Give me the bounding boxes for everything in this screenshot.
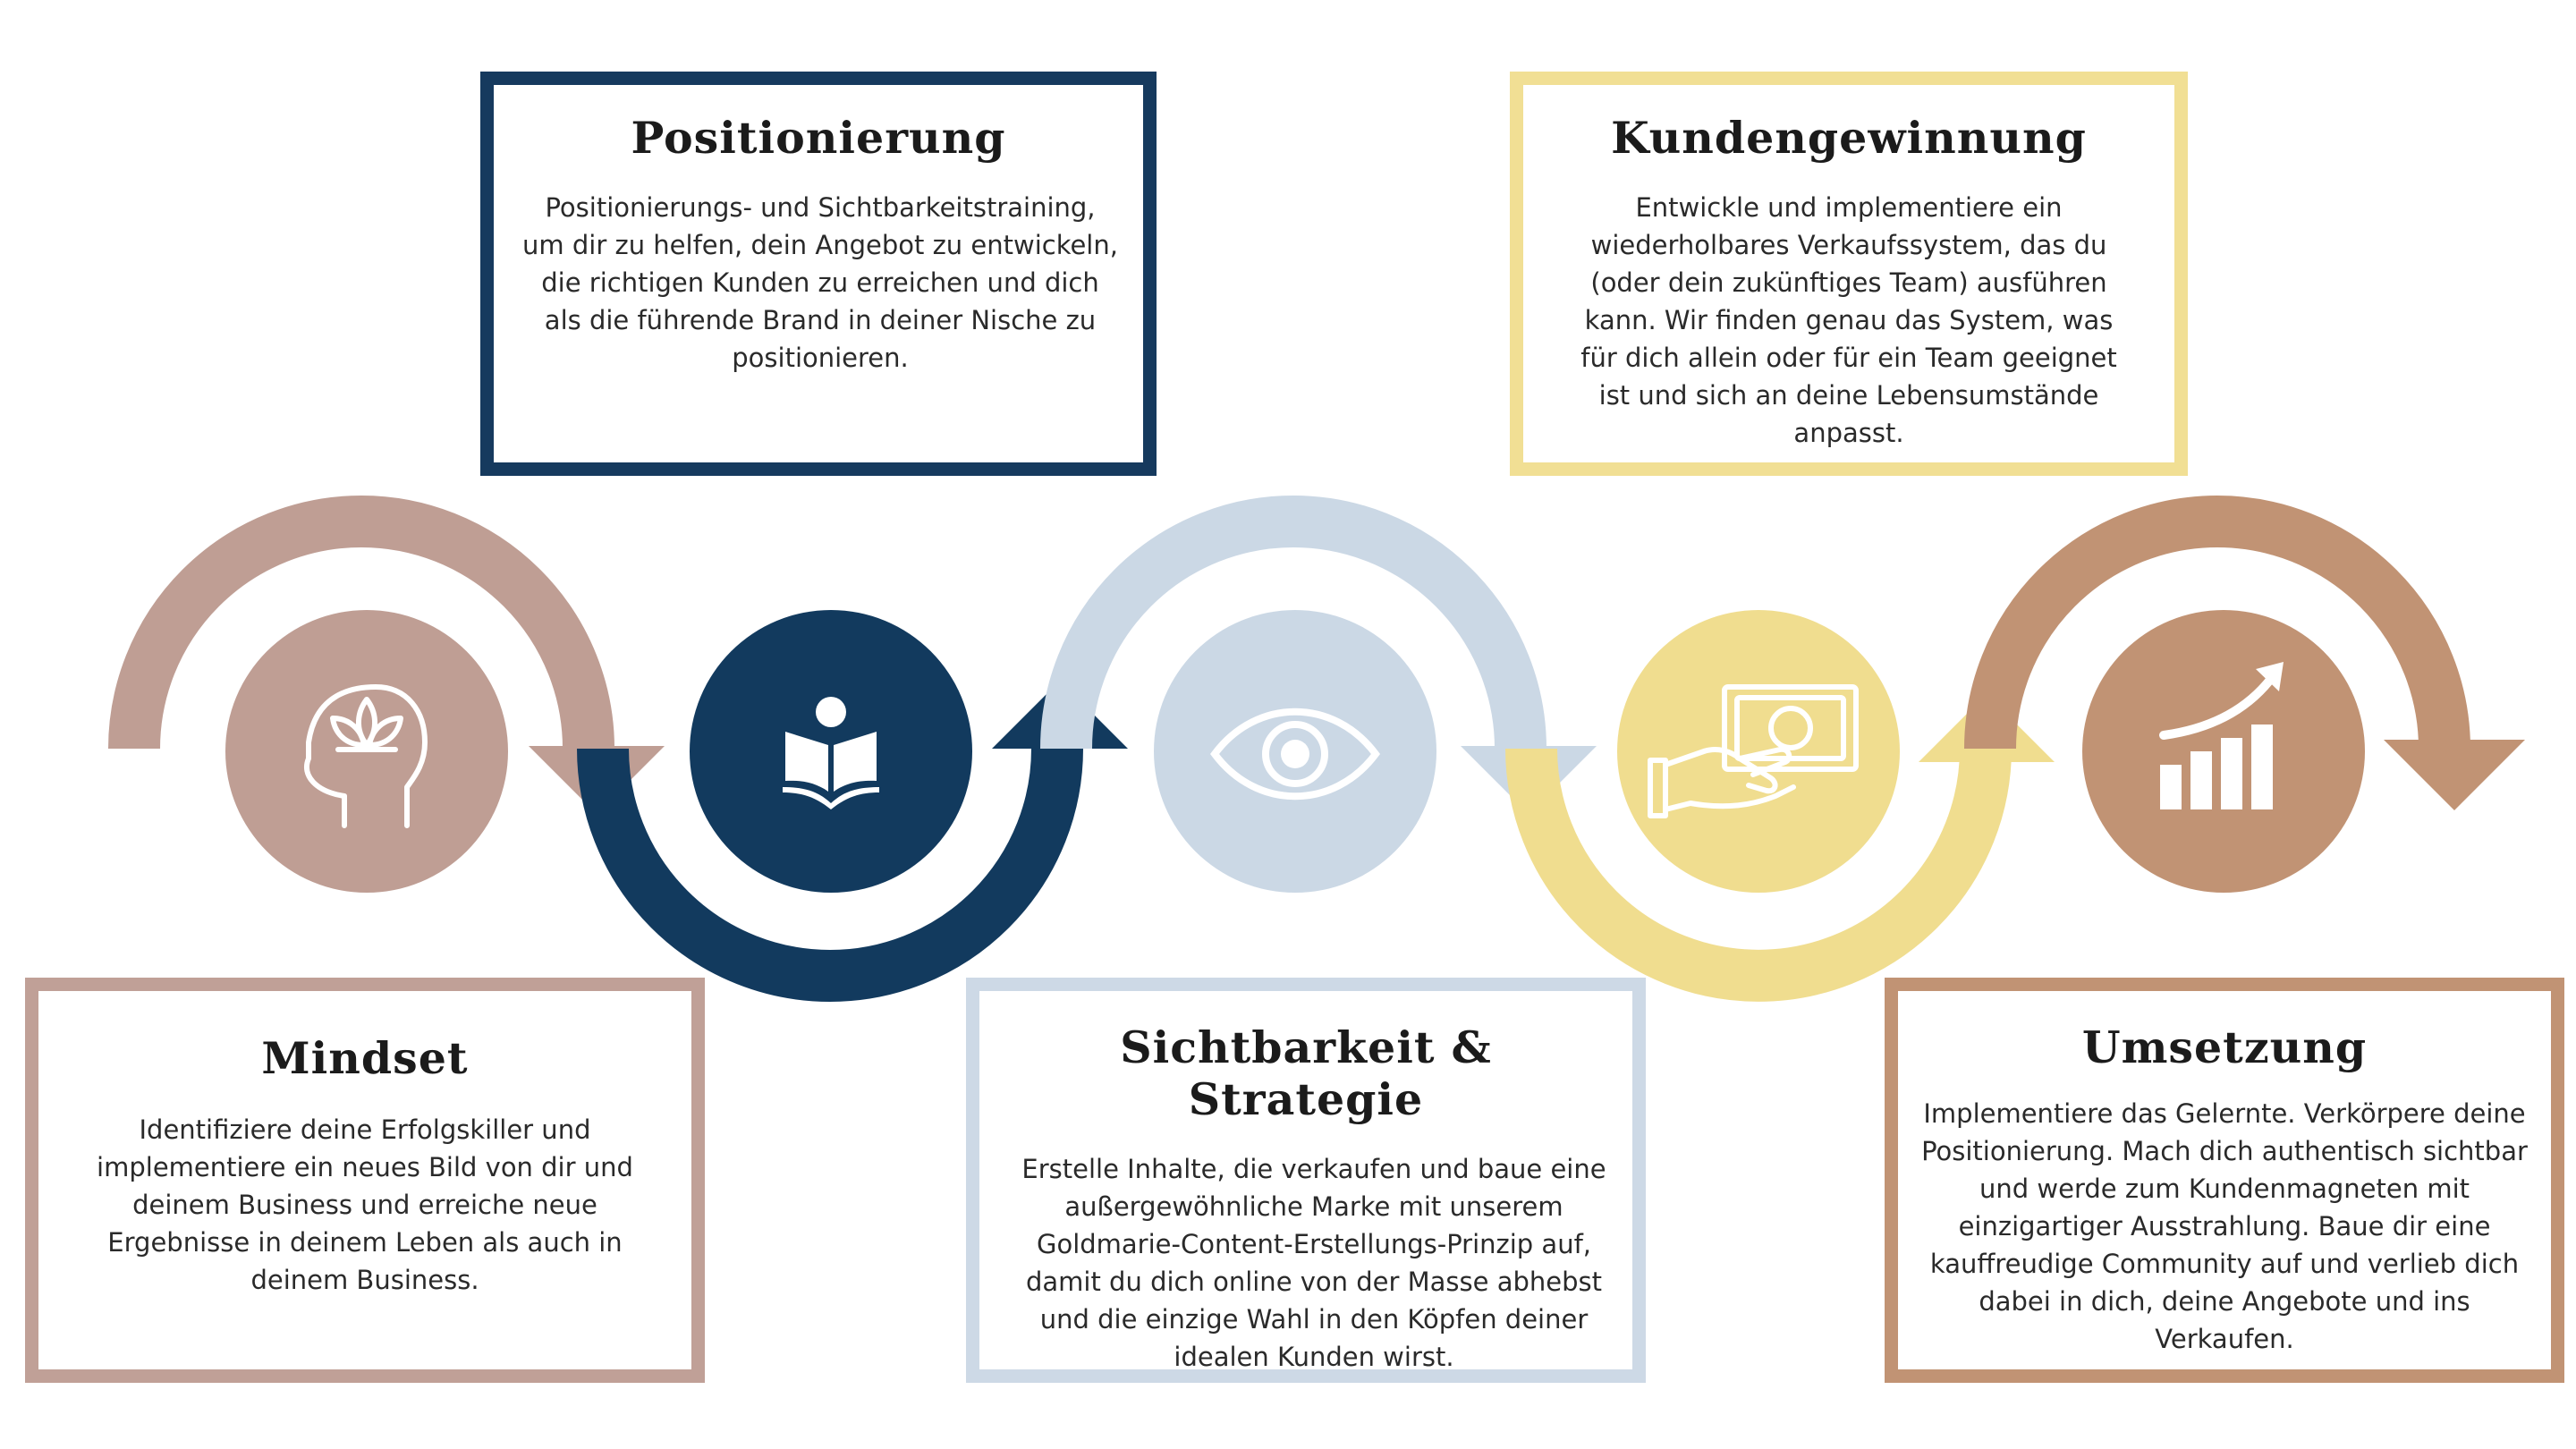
card-body-umsetzung: Implementiere das Gelernte. Verkörpere d… bbox=[1921, 1098, 2528, 1354]
hand-money-icon bbox=[1648, 684, 1859, 818]
kundengewinnung-node bbox=[1617, 610, 1900, 893]
card-positionierung: Positionierung Positionierungs- und Sich… bbox=[480, 72, 1157, 476]
card-title-mindset: Mindset bbox=[261, 1032, 469, 1084]
card-sichtbarkeit: Sichtbarkeit & Strategie Erstelle Inhalt… bbox=[966, 978, 1646, 1383]
growth-chart-icon bbox=[2159, 662, 2284, 809]
card-title-sichtbarkeit: Sichtbarkeit & Strategie bbox=[1120, 1021, 1492, 1125]
eye-icon bbox=[1210, 708, 1380, 801]
card-body-positionierung: Positionierungs- und Sichtbarkeitstraini… bbox=[522, 192, 1118, 373]
card-body-sichtbarkeit: Erstelle Inhalte, die verkaufen und baue… bbox=[1021, 1154, 1606, 1372]
card-umsetzung: Umsetzung Implementiere das Gelernte. Ve… bbox=[1885, 978, 2564, 1383]
umsetzung-arrow bbox=[1964, 496, 2525, 810]
card-title-umsetzung: Umsetzung bbox=[2081, 1021, 2368, 1073]
card-title-positionierung: Positionierung bbox=[631, 112, 1006, 164]
mindset-node bbox=[225, 610, 508, 893]
card-body-mindset: Identifiziere deine Erfolgskiller und im… bbox=[97, 1114, 633, 1295]
card-title-kundengewinnung: Kundengewinnung bbox=[1611, 112, 2087, 164]
positionierung-node bbox=[690, 610, 972, 893]
sichtbarkeit-node bbox=[1154, 610, 1436, 893]
head-lotus-icon bbox=[304, 684, 428, 828]
umsetzung-node bbox=[2082, 610, 2365, 893]
reading-person-icon bbox=[783, 697, 879, 809]
card-kundengewinnung: Kundengewinnung Entwickle und implementi… bbox=[1510, 72, 2188, 476]
card-mindset: Mindset Identifiziere deine Erfolgskille… bbox=[25, 978, 705, 1383]
card-body-kundengewinnung: Entwickle und implementiere ein wiederho… bbox=[1580, 192, 2117, 448]
